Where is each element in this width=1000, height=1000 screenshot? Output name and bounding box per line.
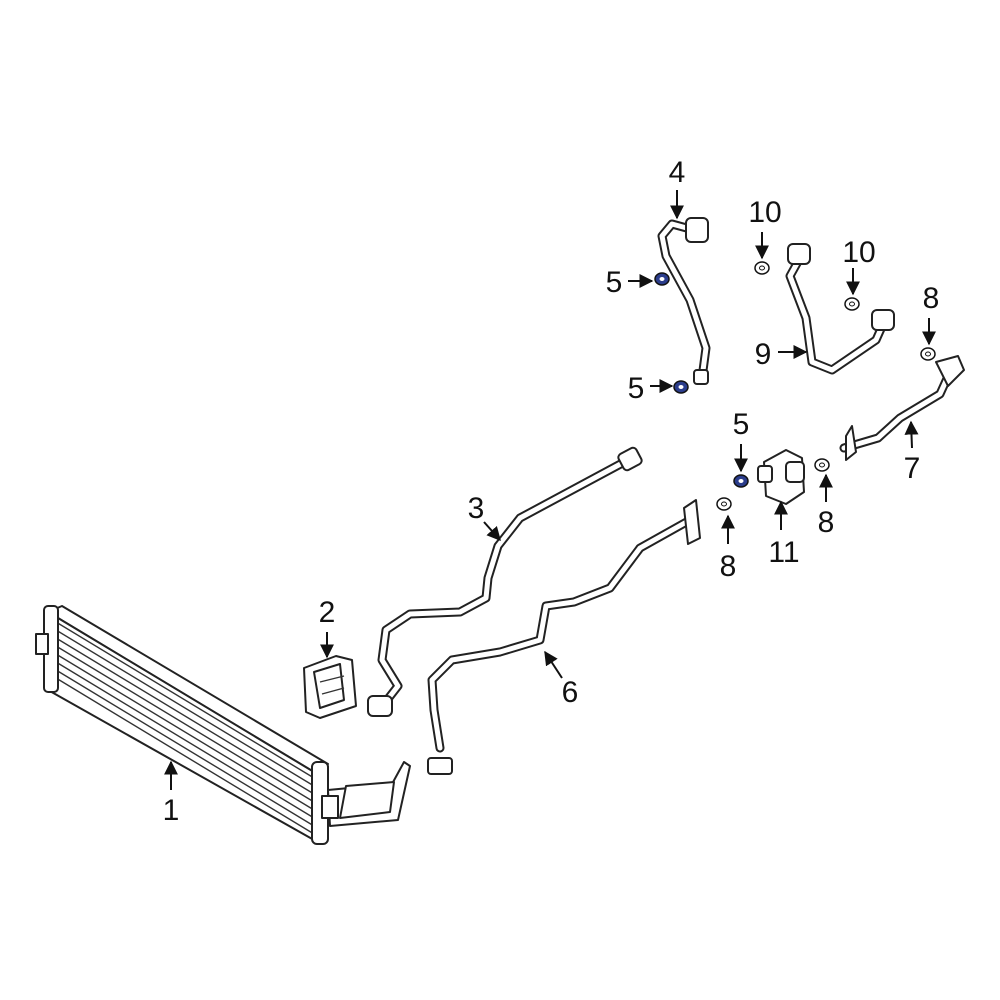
seal-part-5-b[interactable] (673, 380, 689, 394)
callout-1: 1 (163, 794, 180, 827)
seal-part-5-c[interactable] (733, 474, 749, 488)
callout-8-b: 8 (818, 506, 835, 539)
callout-7: 7 (904, 452, 921, 485)
pipe-part-9[interactable] (785, 243, 895, 375)
leader-lines (164, 190, 936, 790)
washer-part-8-a[interactable] (920, 347, 936, 361)
pipe-part-7[interactable] (839, 355, 965, 461)
seal-part-5-a[interactable] (654, 272, 670, 286)
leader-6 (544, 650, 563, 679)
washer-part-10-b[interactable] (844, 297, 860, 311)
leader-7 (904, 420, 919, 449)
callout-8-a: 8 (923, 282, 940, 315)
callout-11: 11 (768, 536, 799, 569)
washer-part-10-a[interactable] (754, 261, 770, 275)
callout-10-a: 10 (748, 196, 781, 229)
callout-3: 3 (468, 492, 485, 525)
cooler-line-part-3[interactable] (367, 446, 643, 717)
pipe-part-4[interactable] (657, 217, 711, 385)
callout-labels: 1 2 3 4 5 5 5 6 7 8 8 8 9 10 10 11 (163, 156, 940, 827)
callout-5-b: 5 (628, 372, 645, 405)
callout-4: 4 (669, 156, 686, 189)
callout-6: 6 (562, 676, 579, 709)
callout-9: 9 (755, 338, 772, 371)
leader-3 (483, 521, 501, 542)
cooler-line-part-6[interactable] (427, 499, 701, 775)
callout-5-a: 5 (606, 266, 623, 299)
callout-10-b: 10 (842, 236, 875, 269)
bracket-part-2[interactable] (303, 655, 357, 719)
washer-part-8-b[interactable] (814, 458, 830, 472)
callout-2: 2 (319, 596, 336, 629)
callout-5-c: 5 (733, 408, 750, 441)
valve-part-11[interactable] (757, 449, 805, 505)
oil-cooler-part-1[interactable] (35, 605, 411, 845)
callout-8-c: 8 (720, 550, 737, 583)
washer-part-8-c[interactable] (716, 497, 732, 511)
